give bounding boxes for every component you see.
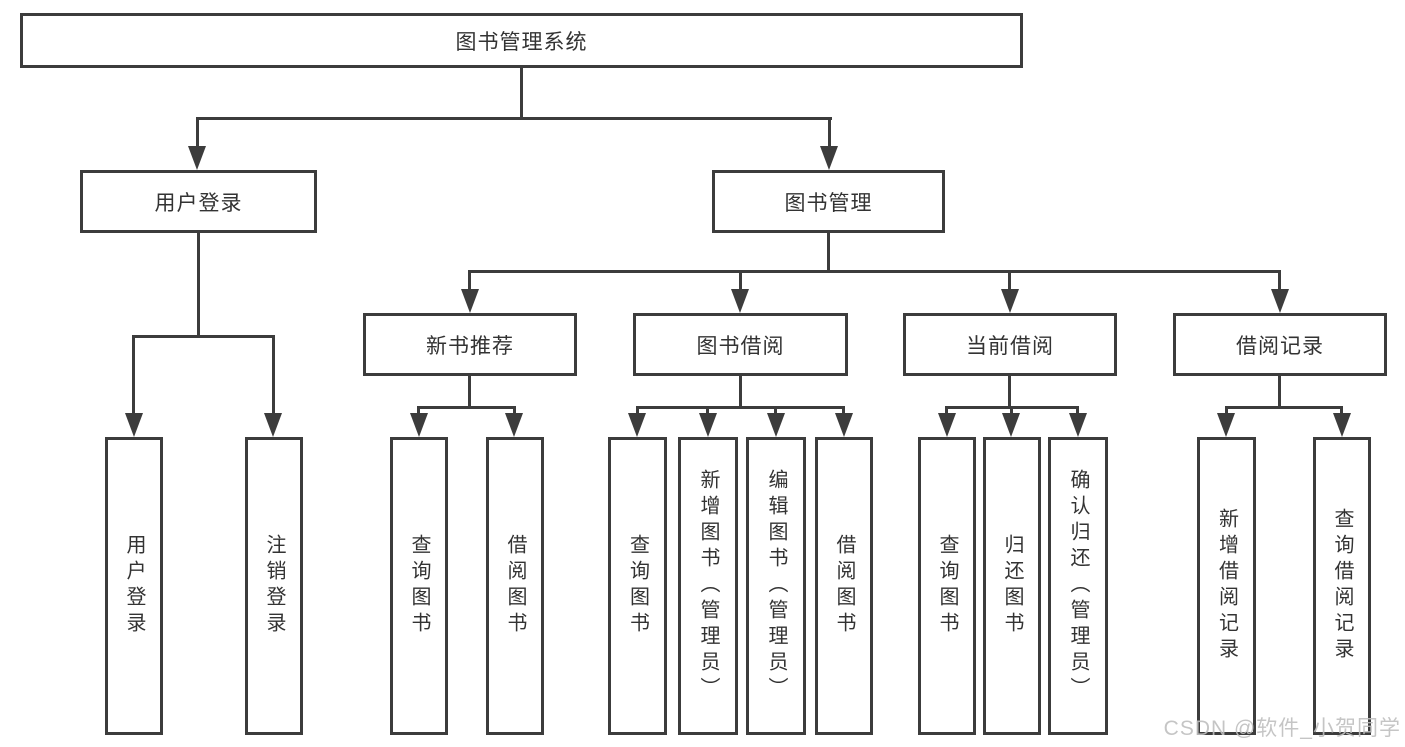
arrowhead-down-icon bbox=[505, 413, 523, 437]
leaf-label: 编辑图书（管理员） bbox=[765, 469, 787, 703]
node-book-borrow: 图书借阅 bbox=[633, 313, 848, 376]
leaf-label: 查询图书 bbox=[936, 534, 958, 638]
leaf-borrow-books: 借阅图书 bbox=[486, 437, 544, 735]
arrowhead-down-icon bbox=[1333, 413, 1351, 437]
leaf-label: 查询借阅记录 bbox=[1331, 508, 1353, 664]
leaf-label: 归还图书 bbox=[1001, 534, 1023, 638]
connector-to-current-borrow bbox=[1008, 270, 1011, 293]
leaf-query-books: 查询图书 bbox=[918, 437, 976, 735]
leaf-query-books: 查询图书 bbox=[608, 437, 667, 735]
node-root-label: 图书管理系统 bbox=[455, 30, 588, 54]
leaf-edit-books-admin: 编辑图书（管理员） bbox=[746, 437, 806, 735]
leaf-label: 查询图书 bbox=[408, 534, 430, 638]
connector-new-book-branch bbox=[417, 406, 516, 409]
connector-to-leaf bbox=[1010, 406, 1013, 418]
leaf-label: 借阅图书 bbox=[833, 534, 855, 638]
leaf-user-login: 用户登录 bbox=[105, 437, 163, 735]
connector-book-management-stem bbox=[827, 233, 830, 273]
connector-to-leaf bbox=[513, 406, 516, 418]
connector-to-leaf bbox=[272, 335, 275, 417]
node-book-borrow-label: 图书借阅 bbox=[696, 334, 785, 358]
leaf-query-borrow-record: 查询借阅记录 bbox=[1313, 437, 1371, 735]
connector-to-leaf bbox=[774, 406, 777, 418]
arrowhead-down-icon bbox=[1271, 289, 1289, 313]
leaf-add-borrow-record: 新增借阅记录 bbox=[1197, 437, 1256, 735]
arrowhead-down-icon bbox=[1069, 413, 1087, 437]
connector-to-book-management bbox=[828, 117, 831, 150]
connector-to-leaf bbox=[1340, 406, 1343, 418]
leaf-logout: 注销登录 bbox=[245, 437, 303, 735]
arrowhead-down-icon bbox=[835, 413, 853, 437]
connector-borrow-records-stem bbox=[1278, 376, 1281, 409]
leaf-return-books: 归还图书 bbox=[983, 437, 1041, 735]
node-new-book-recommend-label: 新书推荐 bbox=[426, 334, 514, 358]
csdn-watermark: CSDN @软件_小贺同学 bbox=[1163, 717, 1401, 740]
connector-to-leaf bbox=[842, 406, 845, 418]
node-current-borrow: 当前借阅 bbox=[903, 313, 1117, 376]
arrowhead-down-icon bbox=[628, 413, 646, 437]
arrowhead-down-icon bbox=[1002, 413, 1020, 437]
connector-borrow-records-branch bbox=[1225, 406, 1343, 409]
arrowhead-down-icon bbox=[731, 289, 749, 313]
connector-new-book-stem bbox=[468, 376, 471, 409]
node-user-login: 用户登录 bbox=[80, 170, 317, 233]
connector-to-leaf bbox=[1076, 406, 1079, 418]
leaf-label: 查询图书 bbox=[626, 534, 649, 638]
node-book-management-label: 图书管理 bbox=[784, 191, 873, 215]
connector-book-borrow-stem bbox=[739, 376, 742, 409]
connector-book-borrow-branch bbox=[636, 406, 845, 409]
node-user-login-label: 用户登录 bbox=[154, 191, 243, 215]
connector-to-user-login bbox=[196, 117, 199, 150]
leaf-confirm-return-admin: 确认归还（管理员） bbox=[1048, 437, 1108, 735]
arrowhead-down-icon bbox=[188, 146, 206, 170]
connector-root-branch bbox=[196, 117, 832, 120]
arrowhead-down-icon bbox=[410, 413, 428, 437]
node-new-book-recommend: 新书推荐 bbox=[363, 313, 577, 376]
connector-to-leaf bbox=[132, 335, 135, 417]
node-borrow-records: 借阅记录 bbox=[1173, 313, 1387, 376]
connector-user-login-branch bbox=[132, 335, 275, 338]
connector-to-leaf bbox=[706, 406, 709, 418]
connector-to-leaf bbox=[636, 406, 639, 418]
leaf-label: 新增借阅记录 bbox=[1215, 508, 1238, 664]
arrowhead-down-icon bbox=[1217, 413, 1235, 437]
connector-to-book-borrow bbox=[739, 270, 742, 293]
leaf-borrow-books: 借阅图书 bbox=[815, 437, 873, 735]
arrowhead-down-icon bbox=[461, 289, 479, 313]
connector-to-leaf bbox=[1225, 406, 1228, 418]
leaf-label: 新增图书（管理员） bbox=[697, 469, 719, 703]
leaf-label: 确认归还（管理员） bbox=[1067, 469, 1089, 703]
arrowhead-down-icon bbox=[1001, 289, 1019, 313]
connector-to-leaf bbox=[945, 406, 948, 418]
arrowhead-down-icon bbox=[699, 413, 717, 437]
leaf-label: 借阅图书 bbox=[504, 534, 526, 638]
node-book-management: 图书管理 bbox=[712, 170, 945, 233]
leaf-query-books: 查询图书 bbox=[390, 437, 448, 735]
connector-current-borrow-stem bbox=[1008, 376, 1011, 409]
leaf-label: 用户登录 bbox=[123, 534, 145, 638]
node-borrow-records-label: 借阅记录 bbox=[1236, 334, 1324, 358]
arrowhead-down-icon bbox=[767, 413, 785, 437]
connector-user-login-stem bbox=[197, 233, 200, 338]
arrowhead-down-icon bbox=[820, 146, 838, 170]
connector-to-new-book bbox=[468, 270, 471, 293]
arrowhead-down-icon bbox=[938, 413, 956, 437]
connector-book-management-branch bbox=[468, 270, 1281, 273]
node-current-borrow-label: 当前借阅 bbox=[966, 334, 1054, 358]
connector-to-borrow-records bbox=[1278, 270, 1281, 293]
node-root: 图书管理系统 bbox=[20, 13, 1023, 68]
arrowhead-down-icon bbox=[264, 413, 282, 437]
leaf-add-books-admin: 新增图书（管理员） bbox=[678, 437, 738, 735]
leaf-label: 注销登录 bbox=[263, 534, 285, 638]
connector-root-stem bbox=[520, 68, 523, 120]
connector-to-leaf bbox=[417, 406, 420, 418]
arrowhead-down-icon bbox=[125, 413, 143, 437]
